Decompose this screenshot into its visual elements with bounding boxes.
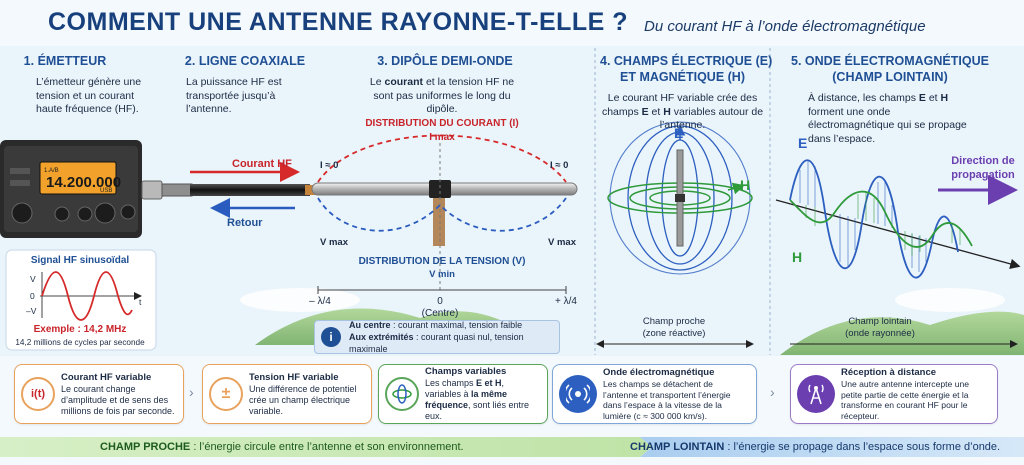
i-max-label: I max (429, 132, 455, 143)
wave-icon (559, 375, 597, 413)
radio-small-label: 1.A/B (44, 168, 59, 174)
radio-frequency: 14.200.000 (46, 174, 121, 191)
section-4-title: 4. CHAMPS ÉLECTRIQUE (E)ET MAGNÉTIQUE (H… (600, 54, 773, 84)
far-zone-line2: (onde rayonnée) (845, 328, 915, 339)
info-box: i Au centre : courant maximal, tension f… (314, 320, 560, 354)
signal-zero: 0 (30, 291, 35, 301)
return-label: Retour (227, 217, 263, 229)
near-field-band: CHAMP PROCHE : l’énergie circule entre l… (100, 441, 464, 453)
signal-box (5, 249, 157, 351)
i-zero-right: I ≈ 0 (550, 160, 568, 171)
voltage-icon: ± (209, 377, 243, 411)
signal-v-plus: V (30, 274, 36, 284)
v-max-left: V max (320, 237, 349, 248)
radio-transceiver (0, 140, 142, 238)
section-3-title: 3. DIPÔLE DEMI-ONDE (377, 54, 513, 68)
near-zone-line1: Champ proche (643, 316, 705, 327)
current-title: DISTRIBUTION DU COURANT (I) (365, 118, 518, 129)
far-field-band: CHAMP LOINTAIN : l’énergie se propage da… (630, 441, 1001, 453)
v-max-right: V max (548, 237, 577, 248)
page-subtitle: Du courant HF à l’onde électromagnétique (644, 18, 926, 35)
signal-example-note: 14,2 millions de cycles par seconde (15, 338, 145, 347)
fields-icon (385, 377, 419, 411)
antenna-tower-icon (797, 375, 835, 413)
section-2-desc: La puissance HF est transportée jusqu’à … (186, 76, 282, 115)
forward-label: Courant HF (232, 158, 292, 170)
info-icon: i (321, 327, 341, 347)
signal-v-minus: –V (26, 306, 37, 316)
signal-title: Signal HF sinusoïdal (31, 255, 130, 266)
dipole-antenna (311, 180, 578, 246)
i-zero-left: I ≈ 0 (320, 160, 338, 171)
signal-example: Exemple : 14,2 MHz (34, 324, 127, 335)
wave-h-label: H (792, 249, 802, 265)
section-4-desc: Le courant HF variable crée des champs E… (601, 92, 764, 131)
voltage-title: DISTRIBUTION DE LA TENSION (V) (359, 256, 526, 267)
radio-mode: USB (100, 188, 112, 194)
axis-center: 0 (437, 296, 443, 307)
section-3-desc: Le courant et la tension HF ne sont pas … (369, 76, 515, 115)
voltage-curve (317, 197, 567, 232)
far-zone-line1: Champ lointain (848, 316, 911, 327)
direction-line1: Direction de (951, 155, 1015, 167)
signal-t: t (139, 297, 142, 307)
section-1-title: 1. ÉMETTEUR (23, 54, 107, 68)
flow-arrow-4: › (770, 384, 775, 400)
axis-center-note: (Centre) (422, 308, 459, 319)
near-h-label: H (740, 177, 750, 193)
axis-left: – λ/4 (309, 296, 331, 307)
signal-sine (41, 271, 133, 321)
v-min-label: V min (429, 269, 455, 280)
direction-line2: propagation (951, 169, 1015, 181)
section-2-title: 2. LIGNE COAXIALE (184, 54, 306, 68)
section-5-desc: À distance, les champs E et H forment un… (808, 92, 967, 145)
axis-right: + λ/4 (555, 296, 577, 307)
section-5-title: 5. ONDE ÉLECTROMAGNÉTIQUE(CHAMP LOINTAIN… (791, 54, 989, 84)
wave-e-label: E (798, 135, 807, 151)
flow-arrow-1: › (189, 384, 194, 400)
em-wave-diagram (775, 159, 1021, 279)
near-field-diagram (607, 121, 753, 275)
near-zone-line2: (zone réactive) (643, 328, 706, 339)
page-title: COMMENT UNE ANTENNE RAYONNE-T-ELLE ? (48, 8, 629, 36)
current-curve (317, 134, 567, 183)
near-e-label: E (674, 125, 683, 141)
section-1-desc: L’émetteur génère une tension et un cour… (36, 76, 142, 115)
current-icon: i(t) (21, 377, 55, 411)
